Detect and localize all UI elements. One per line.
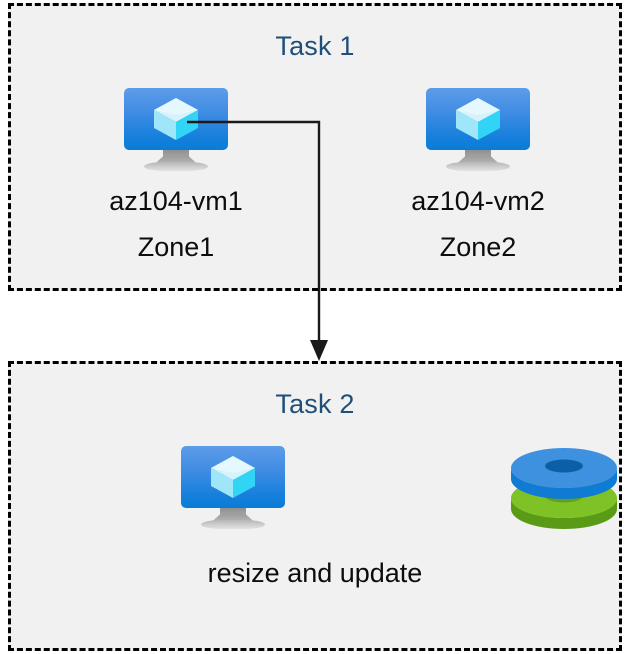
- monitor-screen: [124, 88, 228, 150]
- task-2-title: Task 2: [275, 389, 355, 419]
- node-zone-label: Zone2: [439, 232, 517, 262]
- task-2-container: Task 2: [8, 361, 622, 651]
- disk-stack-glyph: [511, 448, 617, 529]
- monitor-screen: [181, 446, 285, 508]
- arrowhead-icon: [310, 340, 328, 361]
- cube-icon: [154, 98, 198, 140]
- node-name-label: az104-vm1: [109, 186, 243, 216]
- virtual-machine-icon: [124, 88, 228, 172]
- virtual-machine-icon: [426, 88, 530, 172]
- node-az104-vm1[interactable]: az104-vm1 Zone1: [71, 88, 281, 264]
- monitor-base: [446, 162, 510, 171]
- virtual-machine-icon[interactable]: [181, 446, 285, 530]
- managed-disks-icon[interactable]: [509, 446, 619, 530]
- task-1-container: Task 1 az104-vm1 Zone1: [8, 3, 622, 291]
- node-zone-label: Zone1: [137, 232, 215, 262]
- node-az104-vm2[interactable]: az104-vm2 Zone2: [373, 88, 583, 264]
- task-2-caption: resize and update: [207, 558, 423, 588]
- monitor-base: [144, 162, 208, 171]
- task-2-icon-row: [11, 446, 619, 530]
- cube-icon: [456, 98, 500, 140]
- monitor-base: [201, 520, 265, 529]
- cube-icon: [211, 456, 255, 498]
- node-name-label: az104-vm2: [411, 186, 545, 216]
- monitor-screen: [426, 88, 530, 150]
- task-1-title: Task 1: [275, 31, 355, 61]
